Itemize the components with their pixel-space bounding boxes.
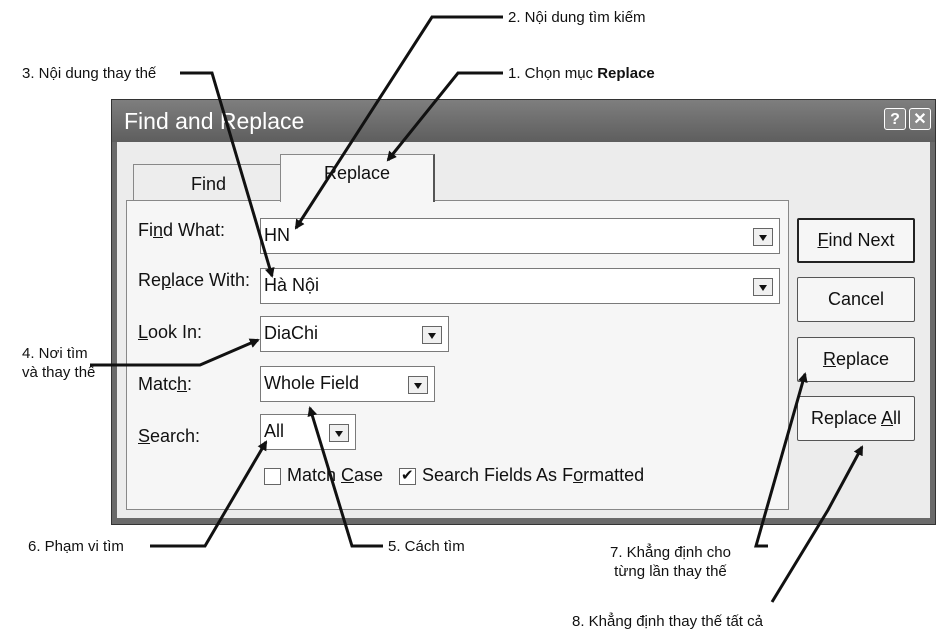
find-what-label-key: n xyxy=(153,220,164,240)
search-label: Search: xyxy=(138,426,200,447)
chevron-down-icon[interactable] xyxy=(753,278,773,296)
close-icon[interactable]: ✕ xyxy=(909,108,931,130)
look-in-select[interactable]: DiaChi xyxy=(260,316,449,352)
search-select[interactable]: All xyxy=(260,414,356,450)
find-next-button[interactable]: Find Next xyxy=(797,218,915,263)
replace-post: eplace xyxy=(835,349,890,369)
search-formatted-label-post: rmatted xyxy=(583,465,645,485)
replace-with-value[interactable]: Hà Nội xyxy=(264,275,320,295)
replace-with-label: Replace With: xyxy=(138,270,250,291)
cancel-label: Cancel xyxy=(827,289,885,309)
annotation-1: 1. Chọn mục Replace xyxy=(508,64,655,83)
replace-with-label-post: lace With: xyxy=(171,270,251,290)
replace-all-button[interactable]: Replace All xyxy=(797,396,915,441)
find-replace-dialog: Find and Replace ? ✕ Find Replace Find W… xyxy=(111,99,936,525)
annotation-4: 4. Nơi tìm và thay thế xyxy=(22,344,95,382)
replace-all-key: A xyxy=(881,408,894,428)
annotation-8: 8. Khẳng định thay thế tất cả xyxy=(572,613,763,630)
cancel-button[interactable]: Cancel xyxy=(797,277,915,322)
search-label-post: earch: xyxy=(150,426,201,446)
search-value[interactable]: All xyxy=(264,421,285,441)
title-bar[interactable]: Find and Replace ? ✕ xyxy=(112,100,935,142)
annotation-3: 3. Nội dung thay thế xyxy=(22,65,157,82)
tab-find[interactable]: Find xyxy=(133,164,284,202)
match-label-key: h xyxy=(177,374,188,394)
search-formatted-label[interactable]: Search Fields As Formatted xyxy=(422,465,644,486)
match-value[interactable]: Whole Field xyxy=(264,373,360,393)
search-formatted-label-pre: Search Fields As F xyxy=(422,465,574,485)
annotation-4-line1: 4. Nơi tìm xyxy=(22,345,88,362)
annotation-5: 5. Cách tìm xyxy=(388,538,465,555)
match-label: Match: xyxy=(138,374,192,395)
replace-all-post: ll xyxy=(893,408,902,428)
find-what-combobox[interactable]: HN xyxy=(260,218,780,254)
match-select[interactable]: Whole Field xyxy=(260,366,435,402)
find-next-key: F xyxy=(817,230,829,250)
look-in-label-key: L xyxy=(138,322,149,342)
annotation-7-line1: 7. Khẳng định cho xyxy=(610,544,731,561)
annotation-7-line2: từng lần thay thế xyxy=(614,563,727,580)
match-case-label-post: ase xyxy=(354,465,384,485)
check-icon: ✔ xyxy=(401,467,414,484)
search-label-key: S xyxy=(138,426,151,446)
find-next-post: ind Next xyxy=(828,230,895,250)
replace-button[interactable]: Replace xyxy=(797,337,915,382)
dialog-body: Find Replace Find What: HN Replace With:… xyxy=(117,142,930,518)
annotation-7: 7. Khẳng định cho từng lần thay thế xyxy=(610,543,731,581)
match-case-label-key: C xyxy=(341,465,355,485)
find-what-label-pre: Fi xyxy=(138,220,153,240)
replace-with-label-pre: Re xyxy=(138,270,162,290)
replace-with-label-key: p xyxy=(161,270,172,290)
dialog-title: Find and Replace xyxy=(124,108,305,134)
match-case-checkbox[interactable] xyxy=(264,468,281,485)
match-label-pre: Matc xyxy=(138,374,178,394)
tab-replace[interactable]: Replace xyxy=(280,154,435,202)
match-case-label[interactable]: Match Case xyxy=(287,465,383,486)
help-icon[interactable]: ? xyxy=(884,108,906,130)
annotation-4-line2: và thay thế xyxy=(22,364,96,381)
annotation-2: 2. Nội dung tìm kiếm xyxy=(508,9,646,26)
chevron-down-icon[interactable] xyxy=(753,228,773,246)
search-formatted-checkbox[interactable]: ✔ xyxy=(399,467,416,485)
find-what-value[interactable]: HN xyxy=(264,225,290,245)
look-in-label-post: ook In: xyxy=(148,322,203,342)
chevron-down-icon[interactable] xyxy=(408,376,428,394)
look-in-value[interactable]: DiaChi xyxy=(264,323,319,343)
annotation-6: 6. Phạm vi tìm xyxy=(28,538,124,555)
find-what-label: Find What: xyxy=(138,220,225,241)
match-case-label-pre: Match xyxy=(287,465,342,485)
replace-key: R xyxy=(822,349,836,369)
annotation-1-prefix: 1. Chọn mục xyxy=(508,65,598,82)
match-label-post: : xyxy=(187,374,193,394)
replace-with-combobox[interactable]: Hà Nội xyxy=(260,268,780,304)
chevron-down-icon[interactable] xyxy=(329,424,349,442)
annotation-1-bold: Replace xyxy=(597,65,655,82)
search-formatted-label-key: o xyxy=(573,465,584,485)
find-what-label-post: d What: xyxy=(163,220,226,240)
replace-all-pre: Replace xyxy=(810,408,882,428)
look-in-label: Look In: xyxy=(138,322,202,343)
chevron-down-icon[interactable] xyxy=(422,326,442,344)
